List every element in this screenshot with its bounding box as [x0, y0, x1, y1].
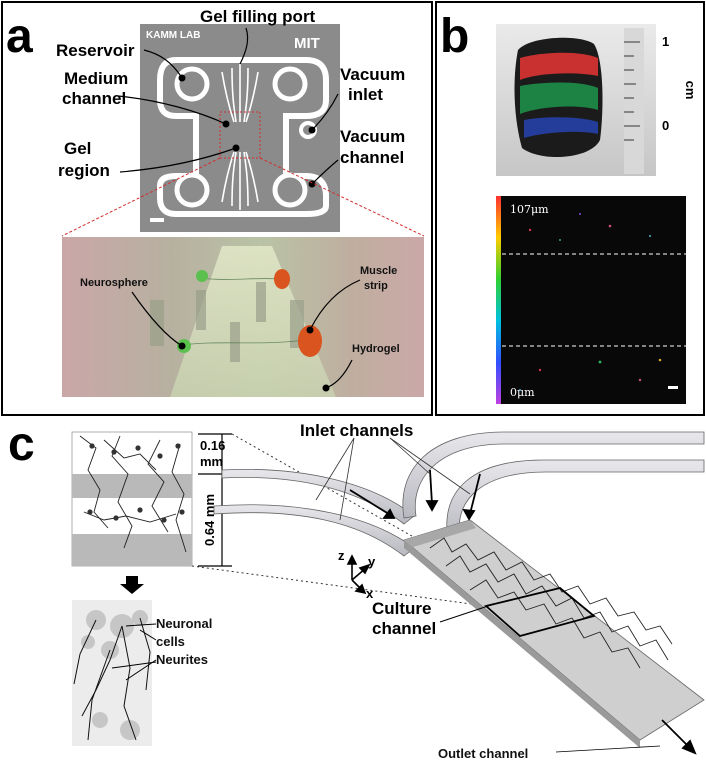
chip-channels — [157, 57, 329, 217]
ruler-unit: cm — [683, 81, 698, 100]
panel-a-label: a — [6, 10, 33, 63]
axis-z: z — [338, 548, 345, 563]
label-culture-line2: channel — [372, 619, 436, 638]
micrograph-neurites — [73, 617, 151, 741]
inlet-leaders — [315, 437, 471, 521]
label-gel-filling-port: Gel filling port — [200, 7, 316, 26]
fluorescence-dashed-lines — [502, 253, 686, 347]
axis-x: x — [366, 586, 374, 601]
inlet-channel-right-lower — [446, 459, 705, 541]
ruler-tick-0: 0 — [662, 118, 669, 133]
zoom-box — [484, 587, 596, 637]
panel-c: c 0.16 mm 0.64 mm — [8, 418, 705, 761]
label-muscle-line1: Muscle — [360, 265, 397, 277]
label-medium-line1: Medium — [64, 69, 128, 88]
xyz-axes — [346, 554, 371, 595]
label-vacuum-channel-line2: channel — [340, 148, 404, 167]
ruler-ticks — [624, 41, 640, 141]
panel-a: a KAMM LAB MIT — [1, 1, 433, 416]
inlet-channel-right-upper — [402, 431, 705, 519]
dim-small-line1: 0.16 — [200, 438, 225, 453]
chip-reservoirs — [174, 66, 308, 208]
muscle-strip-upper — [274, 269, 290, 289]
label-hydrogel: Hydrogel — [352, 343, 400, 355]
panel-b-border — [435, 1, 705, 416]
label-muscle-line2: strip — [364, 280, 388, 292]
down-arrow — [120, 576, 144, 594]
dim-small-line2: mm — [200, 454, 223, 469]
flow-arrows — [349, 469, 697, 755]
label-gel-region-line1: Gel — [64, 139, 91, 158]
panel-a-leader-dots — [178, 74, 316, 188]
gel-filling-lines — [221, 64, 259, 210]
zoom-guides — [61, 157, 425, 237]
label-outlet-channel: Outlet channel — [438, 746, 528, 761]
fluorescence-image — [496, 196, 686, 404]
label-gel-region-line2: region — [58, 161, 110, 180]
panel-a-border — [1, 1, 433, 416]
inset-3d: Neurosphere Muscle strip Hydrogel — [62, 237, 424, 397]
dimension-lines — [198, 433, 232, 567]
fluorescence-speckle — [519, 213, 662, 391]
dim-large: 0.64 mm — [202, 494, 217, 546]
channel-neuron-clusters — [429, 537, 673, 669]
label-neuronal-line1: Neuronal — [156, 616, 212, 631]
depth-colorbar — [496, 196, 501, 404]
neuron-cells-top — [87, 443, 185, 523]
device-3d: z y x — [213, 431, 705, 755]
label-inlet-channels: Inlet channels — [300, 421, 413, 440]
scale-bar-b — [668, 386, 678, 389]
mit-logo: MIT — [294, 35, 320, 52]
label-neurites: Neurites — [156, 652, 208, 667]
label-reservoir: Reservoir — [56, 41, 135, 60]
depth-bottom-label: 0μm — [510, 386, 535, 399]
axis-y: y — [368, 554, 376, 569]
outlet-leader — [555, 745, 661, 753]
label-culture-line1: Culture — [372, 599, 432, 618]
chip-title: KAMM LAB — [146, 30, 200, 41]
culture-leader — [439, 603, 495, 623]
ruler — [624, 28, 644, 174]
label-vacuum-inlet-line1: Vacuum — [340, 65, 405, 84]
depth-top-label: 107μm — [510, 203, 549, 216]
panel-c-label: c — [8, 418, 35, 471]
neurosphere-upper — [196, 270, 208, 282]
label-neurosphere: Neurosphere — [80, 277, 148, 289]
label-vacuum-inlet-line2: inlet — [348, 85, 383, 104]
label-neuronal-line2: cells — [156, 634, 185, 649]
scale-bar-a — [150, 218, 164, 222]
muscle-strip-lower — [298, 325, 322, 357]
panel-b-label: b — [440, 10, 469, 63]
label-vacuum-channel-line1: Vacuum — [340, 127, 405, 146]
label-medium-line2: channel — [62, 89, 126, 108]
ruler-tick-1: 1 — [662, 34, 669, 49]
inlet-channel-left-lower — [213, 504, 415, 557]
panel-b: b 1 0 cm — [435, 1, 705, 416]
gel-region-box — [219, 111, 261, 159]
culture-channel — [403, 519, 705, 741]
